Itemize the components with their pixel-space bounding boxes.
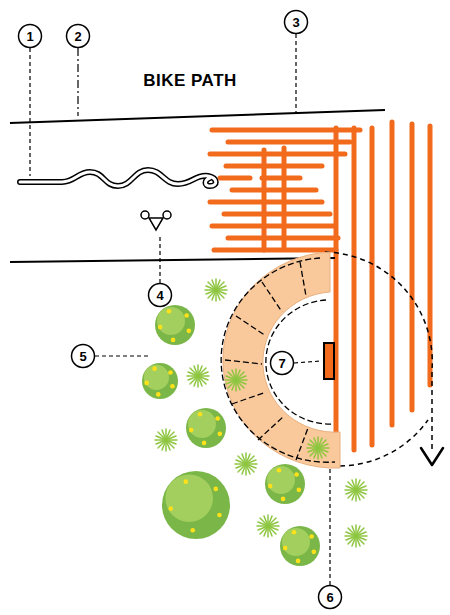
callout-number: 5 xyxy=(79,350,86,363)
shrub-flower xyxy=(294,472,299,477)
grass-clump xyxy=(345,525,367,547)
paving-stripe xyxy=(228,140,350,145)
callout-circle xyxy=(67,25,90,48)
paving-stripe xyxy=(226,164,322,169)
callout-circle xyxy=(72,345,95,368)
shrub-flower xyxy=(283,546,288,551)
signal-symbol xyxy=(141,211,171,230)
shrub-highlight xyxy=(267,466,295,494)
shrub-flower xyxy=(171,338,176,343)
shrub-highlight xyxy=(282,528,310,556)
paving-stripe xyxy=(210,152,345,157)
grass-clump xyxy=(345,479,367,501)
shrub-flower xyxy=(218,432,223,437)
seating-plaza xyxy=(223,252,340,468)
shrub-flower xyxy=(152,366,157,371)
paving-stripe xyxy=(220,176,250,181)
paving-stripe xyxy=(282,148,287,248)
shrub xyxy=(265,464,305,504)
shrub-flower xyxy=(217,513,222,518)
paving-stripe xyxy=(334,128,339,440)
shrub-highlight xyxy=(157,307,185,335)
shrubs xyxy=(142,305,320,566)
paving-stripe xyxy=(214,248,336,253)
shrub-highlight xyxy=(188,410,216,438)
shrub xyxy=(142,363,178,399)
grass-clump xyxy=(187,365,209,387)
path-label: BIKE PATH xyxy=(143,72,237,89)
shrub-flower xyxy=(144,381,149,386)
callout-circle xyxy=(285,11,308,34)
shrub-flower xyxy=(167,309,172,314)
shrub-flower xyxy=(198,412,203,417)
shrub-flower xyxy=(183,479,188,484)
callout-circle xyxy=(19,11,342,609)
shrub-flower xyxy=(184,313,189,318)
wavy-line xyxy=(20,170,216,186)
leader-line xyxy=(30,34,330,585)
grass-clump xyxy=(205,279,227,301)
callout-number: 1 xyxy=(26,30,33,43)
callout-circle xyxy=(319,586,342,609)
bike-path-edge xyxy=(10,110,385,262)
grass-clump xyxy=(257,515,279,537)
paving-stripe xyxy=(410,124,415,410)
shrub-flower xyxy=(312,550,317,555)
shrub-flower xyxy=(190,528,195,533)
paving-stripe xyxy=(232,188,316,193)
direction-arrow xyxy=(421,448,443,465)
callout-circle xyxy=(271,352,294,375)
shrub-highlight xyxy=(165,474,213,522)
paving-stripe xyxy=(390,122,395,425)
shrub-flower xyxy=(158,325,163,330)
shrub-flower xyxy=(213,487,218,492)
grass-clump xyxy=(235,453,257,475)
grass-clump xyxy=(155,429,177,451)
shrub-flower xyxy=(187,329,192,334)
callout-number: 2 xyxy=(74,30,81,43)
shrub-flower xyxy=(292,530,297,535)
shrub-flower xyxy=(268,484,273,489)
callout-number: 4 xyxy=(156,289,163,302)
shrub xyxy=(186,408,226,448)
grass-clump xyxy=(307,437,329,459)
bench-outline xyxy=(221,258,335,462)
paving-stripe xyxy=(262,150,267,250)
shrub-flower xyxy=(189,428,194,433)
shrub-flower xyxy=(277,468,282,473)
grass-clump xyxy=(225,369,247,391)
circulation-arc xyxy=(325,252,432,466)
paving-stripe xyxy=(224,212,330,217)
callout-number: 3 xyxy=(292,16,299,29)
callout-number: 7 xyxy=(278,357,285,370)
shrub-highlight xyxy=(144,365,169,390)
shrub-flower xyxy=(168,370,173,375)
callout-circle xyxy=(19,25,42,48)
shrub xyxy=(155,305,195,345)
shrub-flower xyxy=(202,441,207,446)
paving-stripe xyxy=(352,128,357,450)
shrub-flower xyxy=(215,416,220,421)
shrub-flower xyxy=(168,506,173,511)
paving-stripe xyxy=(212,224,334,229)
shrub-flower xyxy=(296,559,301,564)
shrub xyxy=(162,471,230,539)
shrub-flower xyxy=(170,384,175,389)
shrub-flower xyxy=(281,497,286,502)
shrub xyxy=(280,526,320,566)
shrub-flower xyxy=(309,534,314,539)
callout-circle xyxy=(149,284,172,307)
shrub-flower xyxy=(297,488,302,493)
paving-stripe xyxy=(370,128,375,445)
feature-block xyxy=(324,343,334,379)
grass-clumps xyxy=(155,279,367,547)
paving-stripe xyxy=(262,176,300,181)
callout-number: 6 xyxy=(326,591,333,604)
shrub-flower xyxy=(156,392,161,397)
